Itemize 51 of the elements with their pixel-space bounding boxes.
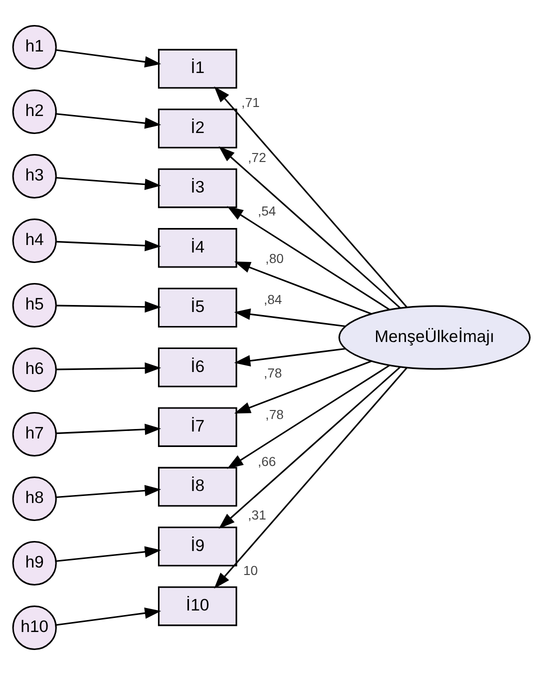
arrow bbox=[214, 86, 408, 308]
node-box: İ5 bbox=[158, 287, 238, 328]
arrow bbox=[226, 364, 390, 468]
node-box: İ4 bbox=[158, 228, 238, 268]
arrow bbox=[234, 308, 346, 327]
node-circle: h8 bbox=[12, 476, 57, 521]
arrow bbox=[56, 484, 162, 498]
arrow bbox=[56, 362, 162, 374]
arrow bbox=[56, 176, 162, 190]
arrow bbox=[226, 206, 390, 310]
arrow bbox=[234, 260, 372, 314]
node-circle: h3 bbox=[12, 153, 57, 198]
node-box: İ10 bbox=[158, 586, 238, 626]
node-circle: h2 bbox=[12, 89, 57, 134]
node-circle: h1 bbox=[12, 24, 57, 70]
edge-label: ,72 bbox=[248, 150, 266, 165]
node-box: İ8 bbox=[158, 466, 238, 506]
node-box: İ6 bbox=[158, 346, 238, 387]
arrow bbox=[234, 360, 372, 414]
edge-label: ,54 bbox=[258, 203, 276, 218]
edge-label: ,31 bbox=[248, 507, 266, 522]
arrow bbox=[56, 606, 162, 626]
edge-label: 10 bbox=[243, 562, 258, 578]
node-circle: h10 bbox=[12, 604, 57, 650]
node-box: İ1 bbox=[158, 48, 238, 88]
arrow bbox=[218, 366, 401, 528]
edge-label: ,78 bbox=[264, 365, 282, 380]
arrow bbox=[56, 48, 162, 68]
node-circle: h6 bbox=[12, 346, 57, 392]
node-box: İ2 bbox=[158, 108, 238, 148]
node-circle: h5 bbox=[12, 282, 57, 328]
edge-label: ,66 bbox=[258, 453, 276, 468]
arrow bbox=[234, 347, 346, 366]
arrow bbox=[56, 300, 162, 312]
arrow bbox=[56, 112, 162, 128]
node-circle: h4 bbox=[12, 218, 57, 263]
node-box: İ3 bbox=[158, 168, 238, 208]
node-circle: h9 bbox=[12, 540, 57, 585]
node-ellipse: MenşeÜlkeİmajı bbox=[338, 304, 531, 370]
arrow bbox=[56, 423, 162, 435]
edge-label: ,84 bbox=[264, 292, 282, 307]
arrow bbox=[218, 146, 401, 308]
edge-label: ,71 bbox=[241, 94, 260, 110]
arrow bbox=[56, 239, 162, 251]
node-box: İ9 bbox=[158, 526, 238, 566]
node-circle: h7 bbox=[12, 411, 57, 456]
node-box: İ7 bbox=[158, 406, 238, 446]
edge-label: ,78 bbox=[265, 406, 284, 422]
edge-label: ,80 bbox=[265, 250, 284, 266]
arrow bbox=[56, 546, 162, 562]
arrow bbox=[214, 366, 408, 588]
